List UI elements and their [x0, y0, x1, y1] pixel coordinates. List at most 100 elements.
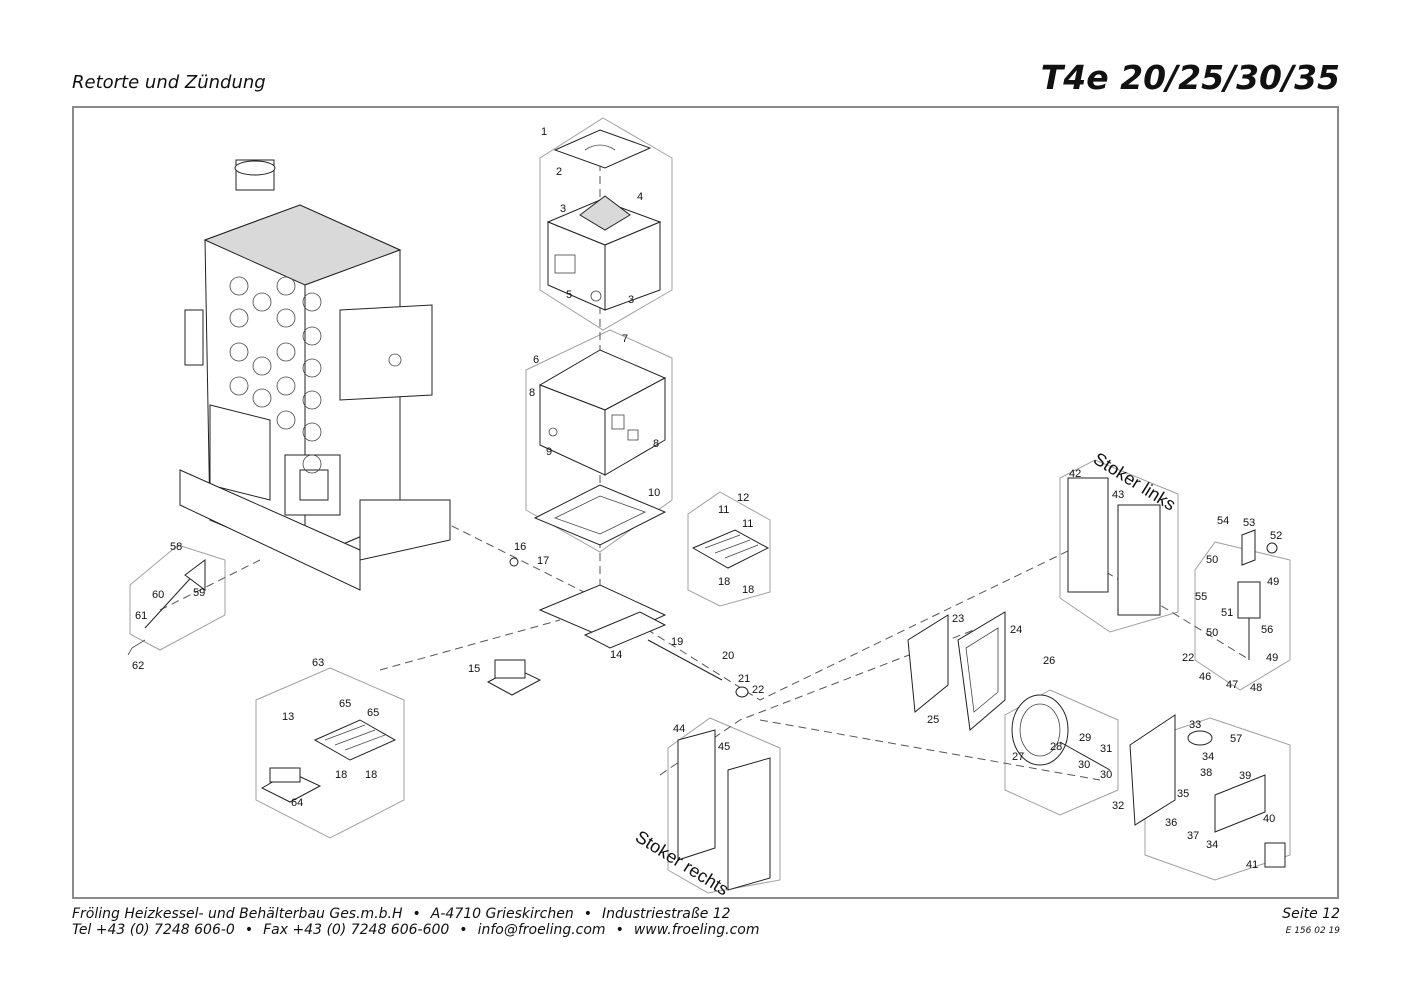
part-number: 40	[1263, 813, 1275, 825]
part-number: 13	[282, 711, 294, 723]
model-title: T4e 20/25/30/35	[1040, 58, 1340, 97]
part-number: 8	[529, 387, 535, 399]
part-number: 9	[546, 446, 552, 458]
part-15-drawing	[486, 659, 542, 696]
part-number: 3	[560, 203, 566, 215]
part-number: 12	[737, 492, 749, 504]
stoker-slide-drawing	[538, 584, 667, 649]
part-number: 8	[653, 438, 659, 450]
part-number: 24	[1010, 624, 1022, 636]
part-number: 2	[556, 166, 562, 178]
wheel-drawing	[1011, 694, 1111, 771]
part-number: 44	[673, 723, 685, 735]
part-number: 37	[1187, 830, 1199, 842]
footer-line-1: Fröling Heizkessel- und Behälterbau Ges.…	[72, 906, 731, 922]
footer-company: Fröling Heizkessel- und Behälterbau Ges.…	[72, 906, 403, 922]
group-outline-grate-right	[687, 491, 771, 607]
part-number: 30	[1100, 769, 1112, 781]
footer-separator: •	[459, 922, 468, 938]
part-number: 32	[1112, 800, 1124, 812]
retort-block-drawing	[546, 195, 662, 311]
part-number: 21	[738, 673, 750, 685]
part-number: 22	[752, 684, 764, 696]
part-number: 29	[1079, 732, 1091, 744]
part-number: 3	[628, 294, 634, 306]
part-number: 18	[742, 584, 754, 596]
part-number: 18	[718, 576, 730, 588]
ignition-drawing	[127, 559, 206, 656]
part-number: 25	[927, 714, 939, 726]
footer-line-2: Tel +43 (0) 7248 606-0 • Fax +43 (0) 7248 …	[72, 922, 760, 938]
stoker-rechts-drawing	[677, 729, 771, 891]
part-number: 15	[468, 663, 480, 675]
part-number: 26	[1043, 655, 1055, 667]
grate-63-drawing	[260, 719, 397, 803]
part-number: 17	[537, 555, 549, 567]
part-number: 48	[1250, 682, 1262, 694]
footer-separator: •	[244, 922, 254, 938]
part-number: 56	[1261, 624, 1273, 636]
part-number: 59	[193, 587, 205, 599]
footer-address: A-4710 Grieskirchen	[430, 906, 574, 922]
part-number: 1	[541, 126, 547, 138]
part-number: 63	[312, 657, 324, 669]
footer-separator: •	[615, 922, 624, 938]
footer-web[interactable]: www.froeling.com	[633, 922, 760, 938]
group-outline-stoker-links	[1059, 459, 1179, 633]
part-number: 11	[718, 504, 729, 516]
part-number: 33	[1189, 719, 1201, 731]
part-number: 43	[1112, 489, 1124, 501]
part-number: 60	[152, 589, 164, 601]
part-number: 35	[1177, 788, 1189, 800]
doc-code: E 156 02 19	[1285, 926, 1340, 936]
part-number: 64	[291, 797, 303, 809]
part-number: 42	[1069, 468, 1081, 480]
part-number: 49	[1266, 652, 1278, 664]
part-number: 52	[1270, 530, 1282, 542]
part-number: 11	[742, 518, 753, 530]
gear-plate-drawing	[907, 611, 1006, 731]
part-number: 38	[1200, 767, 1212, 779]
footer-email[interactable]: info@froeling.com	[477, 922, 606, 938]
part-number: 20	[722, 650, 734, 662]
footer-separator: •	[412, 906, 421, 922]
part-number: 57	[1230, 733, 1242, 745]
part-number: 53	[1243, 517, 1255, 529]
assembly-line-shaft	[759, 719, 1101, 781]
stoker-shaft-drawing	[509, 557, 749, 698]
retort-plate-drawing	[533, 484, 667, 546]
part-number: 61	[135, 610, 147, 622]
motor-plate-drawing	[1129, 714, 1286, 868]
part-number: 46	[1199, 671, 1211, 683]
part-number: 5	[566, 289, 572, 301]
assembly-line-grate	[379, 619, 561, 671]
part-number: 62	[132, 660, 144, 672]
part-number: 49	[1267, 576, 1279, 588]
footer-street: Industriestraße 12	[601, 906, 731, 922]
footer-tel: Tel +43 (0) 7248 606-0	[72, 922, 235, 938]
retort-lid-drawing	[553, 129, 652, 169]
footer-fax: Fax +43 (0) 7248 606-600	[263, 922, 450, 938]
group-outline-retort-box	[525, 329, 673, 553]
part-number: 41	[1246, 859, 1258, 871]
part-number: 10	[648, 487, 660, 499]
part-number: 58	[170, 541, 182, 553]
group-outline-retort-top	[539, 117, 673, 331]
part-number: 65	[339, 698, 351, 710]
part-number: 23	[952, 613, 964, 625]
part-number: 4	[637, 191, 643, 203]
part-number: 54	[1217, 515, 1229, 527]
part-number: 39	[1239, 770, 1251, 782]
part-number: 45	[718, 741, 730, 753]
part-number: 6	[533, 354, 539, 366]
group-outline-grate-63	[255, 667, 405, 839]
retort-housing-drawing	[538, 349, 667, 476]
part-number: 28	[1050, 741, 1062, 753]
part-number: 34	[1206, 839, 1218, 851]
part-number: 14	[610, 649, 622, 661]
part-number: 34	[1202, 751, 1214, 763]
motor-51-drawing	[1237, 529, 1278, 660]
part-number: 65	[367, 707, 379, 719]
group-outline-ignition	[129, 544, 226, 651]
